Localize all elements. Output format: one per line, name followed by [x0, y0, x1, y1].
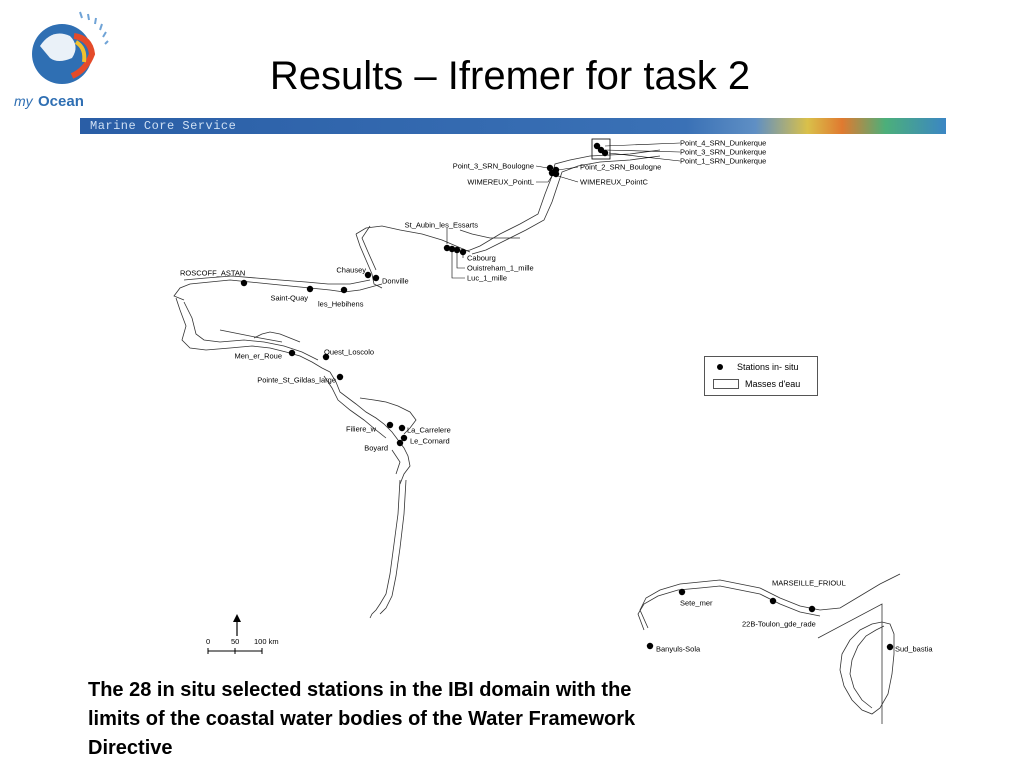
station-points — [240, 142, 894, 651]
station-dot — [364, 271, 372, 279]
station-label: Ouistreham_1_mille — [467, 264, 534, 273]
station-dot — [448, 245, 456, 253]
water-body-swatch-icon — [713, 379, 739, 389]
coastline — [173, 149, 901, 724]
station-dot — [306, 285, 314, 293]
station-dot — [552, 170, 560, 178]
station-dot — [886, 643, 894, 651]
station-label: Donville — [382, 277, 409, 286]
logo-text-my: my — [14, 93, 34, 109]
scale-label-100km: 100 km — [254, 637, 279, 646]
station-dot — [322, 353, 330, 361]
station-leader-line — [604, 142, 681, 147]
station-dot — [459, 248, 467, 256]
station-dot — [593, 142, 601, 150]
station-dot — [400, 434, 408, 442]
station-label: Sud_bastia — [895, 645, 933, 654]
station-leader-lines — [446, 142, 681, 279]
station-leader-line — [456, 253, 465, 269]
station-dot-icon — [717, 364, 723, 370]
station-dot — [386, 421, 394, 429]
station-label: Men_er_Roue — [234, 352, 282, 361]
station-label: La_Carrelere — [407, 426, 451, 435]
station-label: Cabourg — [467, 254, 496, 263]
station-dot — [646, 642, 654, 650]
station-dot — [240, 279, 248, 287]
dunkerque-inset-box — [591, 138, 611, 160]
station-label: Point_3_SRN_Dunkerque — [680, 148, 766, 157]
station-dot — [678, 588, 686, 596]
station-label: Chausey — [336, 266, 366, 275]
scale-label-0: 0 — [206, 637, 210, 646]
legend-row-water-bodies: Masses d'eau — [713, 377, 800, 391]
station-map: Point_4_SRN_DunkerquePoint_3_SRN_Dunkerq… — [173, 138, 933, 724]
station-label: Ouest_Loscolo — [324, 348, 374, 357]
station-label: Point_1_SRN_Dunkerque — [680, 157, 766, 166]
station-dot — [808, 605, 816, 613]
logo-text-ocean: Ocean — [38, 93, 84, 110]
marine-core-service-banner: Marine Core Service — [80, 118, 946, 134]
station-label: WIMEREUX_PointL — [467, 178, 534, 187]
station-label: WIMEREUX_PointC — [580, 178, 649, 187]
station-label: MARSEILLE_FRIOUL — [772, 579, 846, 588]
station-dot — [546, 164, 554, 172]
station-label: Point_3_SRN_Boulogne — [453, 162, 534, 171]
station-label: Luc_1_mille — [467, 274, 507, 283]
station-label: Saint-Quay — [270, 294, 308, 303]
station-dot — [601, 149, 609, 157]
station-dot — [340, 286, 348, 294]
scale-label-50: 50 — [231, 637, 239, 646]
station-dot — [769, 597, 777, 605]
station-dot — [453, 246, 461, 254]
station-leader-line — [557, 175, 579, 183]
station-leader-line — [608, 152, 681, 162]
banner-text: Marine Core Service — [90, 119, 237, 133]
page-title: Results – Ifremer for task 2 — [269, 54, 751, 98]
station-label: les_Hebihens — [318, 300, 364, 309]
station-dot — [396, 439, 404, 447]
station-label: Point_4_SRN_Dunkerque — [680, 139, 766, 148]
station-leader-line — [557, 166, 579, 171]
station-leader-line — [451, 252, 465, 279]
station-dot — [398, 424, 406, 432]
station-leader-line — [536, 175, 553, 183]
station-label: Filiere_w — [346, 425, 377, 434]
myocean-logo: my Ocean — [14, 11, 109, 110]
station-dot — [372, 274, 380, 282]
station-leader-line — [604, 149, 681, 153]
station-label: Point_2_SRN_Boulogne — [580, 163, 661, 172]
legend-water-bodies-label: Masses d'eau — [745, 379, 801, 389]
station-dot — [336, 373, 344, 381]
station-label: ROSCOFF_ASTAN — [180, 269, 245, 278]
scale-bar: 0 50 100 km — [204, 614, 294, 654]
station-label: Le_Cornard — [410, 437, 450, 446]
station-label: 22B-Toulon_gde_rade — [742, 620, 816, 629]
station-dot — [288, 349, 296, 357]
station-dot — [443, 244, 451, 252]
map-legend: Stations in- situ Masses d'eau — [704, 356, 818, 396]
legend-row-stations: Stations in- situ — [713, 360, 799, 374]
legend-stations-label: Stations in- situ — [737, 362, 799, 372]
station-labels: Point_4_SRN_DunkerquePoint_3_SRN_Dunkerq… — [180, 139, 933, 654]
station-label: Banyuls-Sola — [656, 645, 701, 654]
station-leader-line — [535, 165, 549, 169]
station-label: Pointe_St_Gildas_large — [257, 376, 336, 385]
station-label: Boyard — [364, 444, 388, 453]
station-label: Sete_mer — [680, 599, 713, 608]
figure-caption: The 28 in situ selected stations in the … — [88, 679, 636, 759]
north-arrow — [233, 614, 241, 636]
station-label: St_Aubin_les_Essarts — [405, 221, 479, 230]
